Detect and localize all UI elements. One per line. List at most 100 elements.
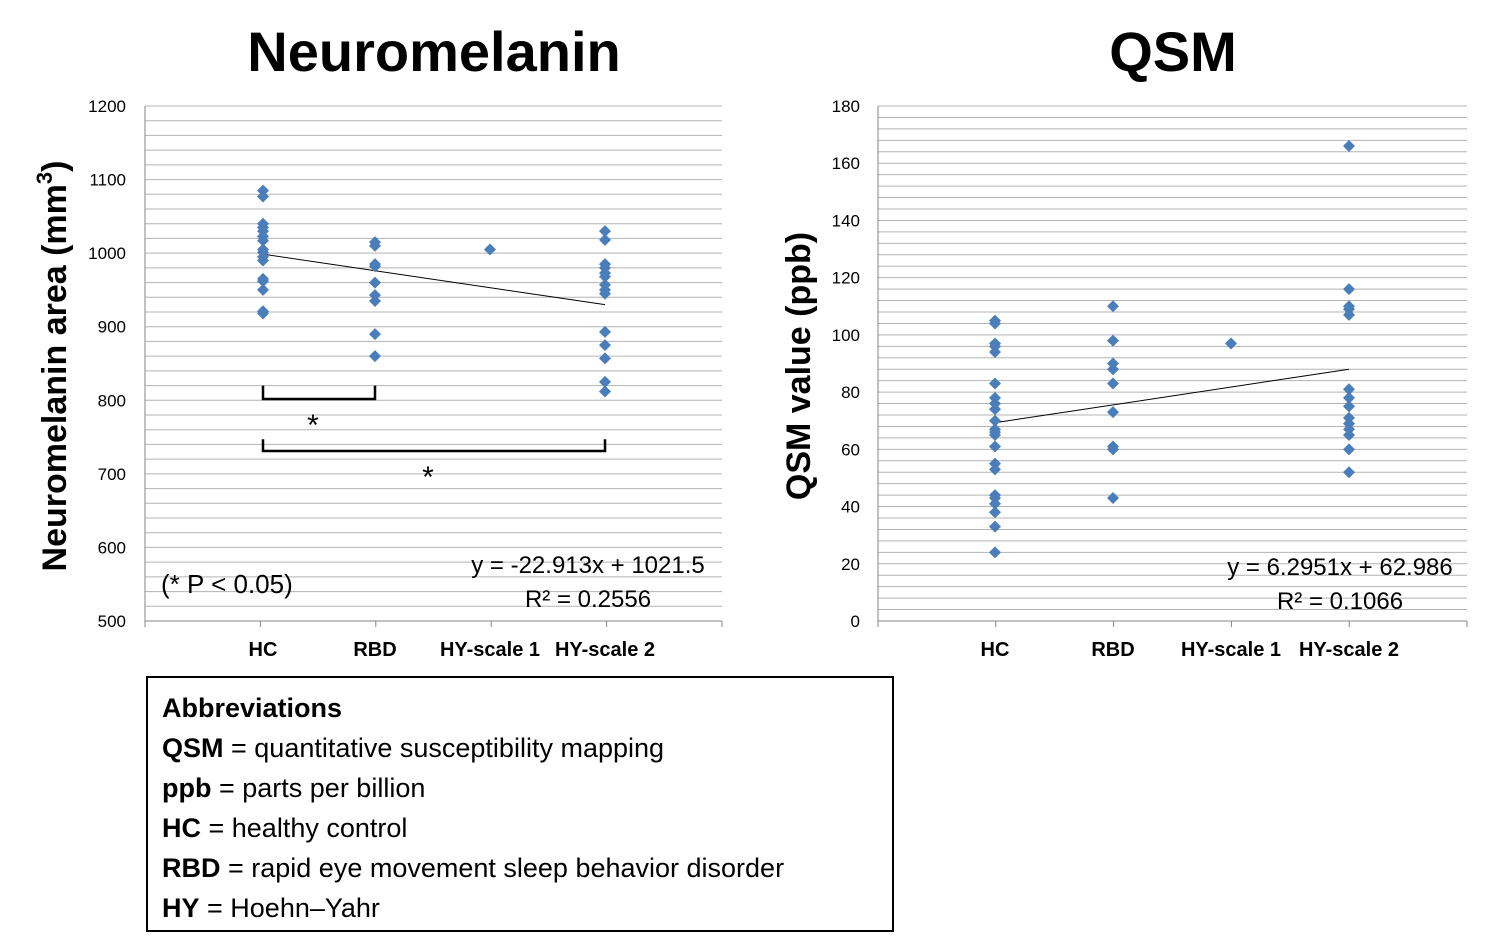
x-category-label: HC [249, 639, 278, 661]
data-point [989, 497, 1001, 510]
trendline [262, 253, 606, 306]
abbreviation-term: RBD [162, 853, 221, 883]
abbreviation-item: QSM = quantitative susceptibility mappin… [162, 728, 878, 768]
trendline-r-squared: R² = 0.2556 [525, 586, 651, 613]
data-point [989, 403, 1001, 416]
data-point [257, 190, 269, 203]
x-category-label: RBD [353, 639, 396, 661]
data-point [1343, 429, 1355, 442]
data-point [1343, 400, 1355, 413]
x-category-label: HY-scale 1 [1181, 639, 1281, 661]
y-axis-label: QSM value (ppb) [780, 232, 818, 500]
data-point [599, 225, 611, 238]
trendline [994, 368, 1350, 424]
data-point [599, 385, 611, 398]
abbreviation-definition: = rapid eye movement sleep behavior diso… [220, 853, 785, 883]
y-tick-label: 60 [841, 440, 860, 459]
x-category-label: HY-scale 1 [440, 639, 540, 661]
data-point [989, 429, 1001, 442]
data-point [989, 546, 1001, 559]
data-point [599, 375, 611, 388]
y-axis-label: Neuromelanin area (mm3) [32, 161, 74, 572]
data-point [989, 463, 1001, 476]
y-tick-label: 1200 [88, 97, 126, 116]
y-axis-label-close: ) [36, 161, 74, 172]
data-point [257, 283, 269, 296]
data-point [989, 346, 1001, 359]
data-point [1343, 308, 1355, 321]
data-point [599, 325, 611, 338]
data-point [599, 339, 611, 352]
trendline-equation: y = -22.913x + 1021.5 [471, 552, 705, 579]
data-point [1343, 140, 1355, 153]
x-category-label: HY-scale 2 [1299, 639, 1399, 661]
data-point [1343, 383, 1355, 396]
y-axis-label-superscript: 3 [32, 172, 57, 184]
significance-bracket [261, 439, 607, 453]
data-point [989, 506, 1001, 519]
data-point [369, 239, 381, 252]
y-tick-label: 100 [832, 326, 860, 345]
data-point [257, 307, 269, 320]
data-point [369, 260, 381, 273]
y-tick-label: 700 [98, 465, 126, 484]
data-point [989, 520, 1001, 533]
data-point [1225, 337, 1237, 350]
y-tick-label: 0 [851, 612, 860, 631]
significance-star: * [307, 409, 319, 442]
y-tick-label: 800 [98, 391, 126, 410]
abbreviation-definition: = parts per billion [211, 773, 426, 803]
data-point [369, 350, 381, 363]
y-tick-label: 1100 [89, 171, 126, 190]
y-tick-label: 160 [832, 154, 860, 173]
abbreviation-definition: = healthy control [201, 813, 408, 843]
y-tick-label: 80 [841, 383, 860, 402]
data-point [989, 414, 1001, 427]
abbreviations-heading: Abbreviations [162, 693, 343, 723]
data-point [369, 276, 381, 289]
data-point [599, 287, 611, 300]
data-point [369, 294, 381, 307]
data-point [257, 234, 269, 247]
data-point [1343, 443, 1355, 456]
data-point [1107, 300, 1119, 313]
abbreviation-item: HY = Hoehn–Yahr [162, 888, 878, 928]
abbreviation-item: HC = healthy control [162, 808, 878, 848]
data-point [257, 254, 269, 267]
data-point [1107, 334, 1119, 347]
data-point [1343, 391, 1355, 404]
y-tick-label: 20 [841, 555, 860, 574]
data-point [989, 317, 1001, 330]
significance-bracket [261, 385, 377, 401]
data-point [989, 440, 1001, 453]
chart-title-qsm: QSM [1109, 20, 1237, 83]
chart-title-neuromelanin: Neuromelanin [247, 20, 621, 83]
y-tick-label: 900 [98, 318, 126, 337]
y-tick-label: 600 [98, 538, 126, 557]
trendline-equation: y = 6.2951x + 62.986 [1227, 554, 1453, 581]
trendline-r-squared: R² = 0.1066 [1277, 588, 1403, 615]
data-point [1107, 406, 1119, 419]
data-point [599, 270, 611, 283]
abbreviation-definition: = Hoehn–Yahr [199, 893, 380, 923]
data-point [369, 328, 381, 341]
abbreviation-definition: = quantitative susceptibility mapping [223, 733, 665, 763]
data-point [1107, 491, 1119, 504]
y-tick-label: 120 [832, 269, 860, 288]
y-tick-label: 1000 [88, 244, 126, 263]
significance-star: * [422, 461, 434, 494]
abbreviation-item: ppb = parts per billion [162, 768, 878, 808]
abbreviations-box: Abbreviations QSM = quantitative suscept… [146, 676, 894, 932]
data-point [599, 352, 611, 365]
data-point [484, 243, 496, 256]
y-tick-label: 40 [841, 498, 860, 517]
data-point [1107, 443, 1119, 456]
abbreviation-term: QSM [162, 733, 224, 763]
abbreviation-term: HC [162, 813, 201, 843]
abbreviation-item: RBD = rapid eye movement sleep behavior … [162, 848, 878, 888]
x-category-label: HC [981, 639, 1010, 661]
x-category-label: HY-scale 2 [555, 639, 655, 661]
data-point [599, 233, 611, 246]
abbreviation-term: ppb [162, 773, 212, 803]
